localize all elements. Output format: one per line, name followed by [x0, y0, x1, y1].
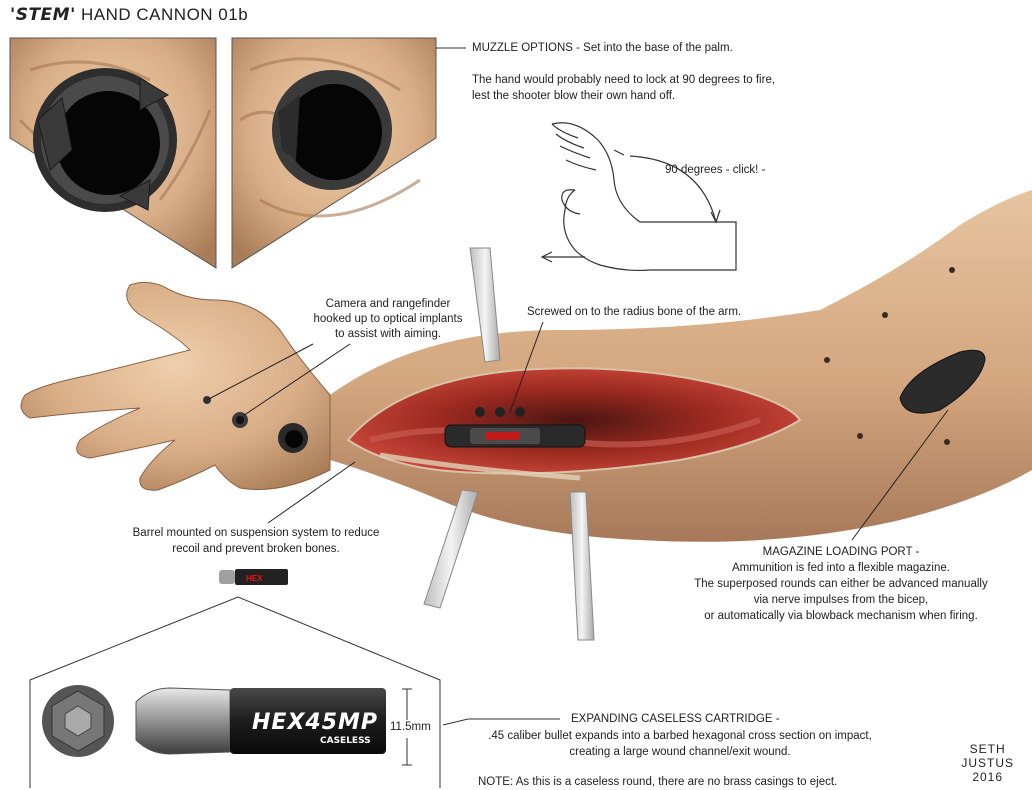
- radius-label: Screwed on to the radius bone of the arm…: [527, 305, 741, 320]
- cartridge-note: NOTE: As this is a caseless round, there…: [478, 775, 837, 790]
- signature-line3: 2016: [961, 770, 1014, 784]
- camera-line2: hooked up to optical implants: [288, 312, 488, 327]
- magazine-line1: MAGAZINE LOADING PORT -: [660, 545, 1022, 560]
- dimension-label: 11.5mm: [390, 720, 431, 735]
- magazine-line4: via nerve impulses from the bicep,: [660, 593, 1022, 608]
- artist-signature: SETH JUSTUS 2016: [961, 742, 1014, 784]
- barrel-line1: Barrel mounted on suspension system to r…: [100, 526, 412, 541]
- signature-line1: SETH: [961, 742, 1014, 756]
- signature-line2: JUSTUS: [961, 756, 1014, 770]
- barrel-line2: recoil and prevent broken bones.: [100, 542, 412, 557]
- camera-line3: to assist with aiming.: [288, 327, 488, 342]
- muzzle-closeup-left: [10, 38, 216, 268]
- cartridge-brand: HEX45MP: [252, 710, 378, 735]
- cartridge-heading: EXPANDING CASELESS CARTRIDGE -: [571, 712, 780, 727]
- hand-sketch: [542, 123, 736, 271]
- cartridge-brand-sub: CASELESS: [320, 736, 371, 746]
- cartridge-line2: creating a large wound channel/exit woun…: [444, 745, 916, 760]
- muzzle-heading: MUZZLE OPTIONS - Set into the base of th…: [472, 41, 733, 56]
- magazine-line2: Ammunition is fed into a flexible magazi…: [660, 561, 1022, 576]
- cartridge-line1: .45 caliber bullet expands into a barbed…: [444, 729, 916, 744]
- muzzle-line2: lest the shooter blow their own hand off…: [472, 89, 675, 104]
- magazine-line3: The superposed rounds can either be adva…: [660, 577, 1022, 592]
- magazine-line5: or automatically via blowback mechanism …: [660, 609, 1022, 624]
- muzzle-line1: The hand would probably need to lock at …: [472, 73, 775, 88]
- muzzle-closeup-right: [232, 38, 436, 268]
- camera-line1: Camera and rangefinder: [288, 297, 488, 312]
- degrees-label: 90 degrees - click! -: [665, 163, 765, 178]
- svg-text:HEX: HEX: [246, 574, 263, 583]
- small-cartridge: HEX: [219, 569, 288, 585]
